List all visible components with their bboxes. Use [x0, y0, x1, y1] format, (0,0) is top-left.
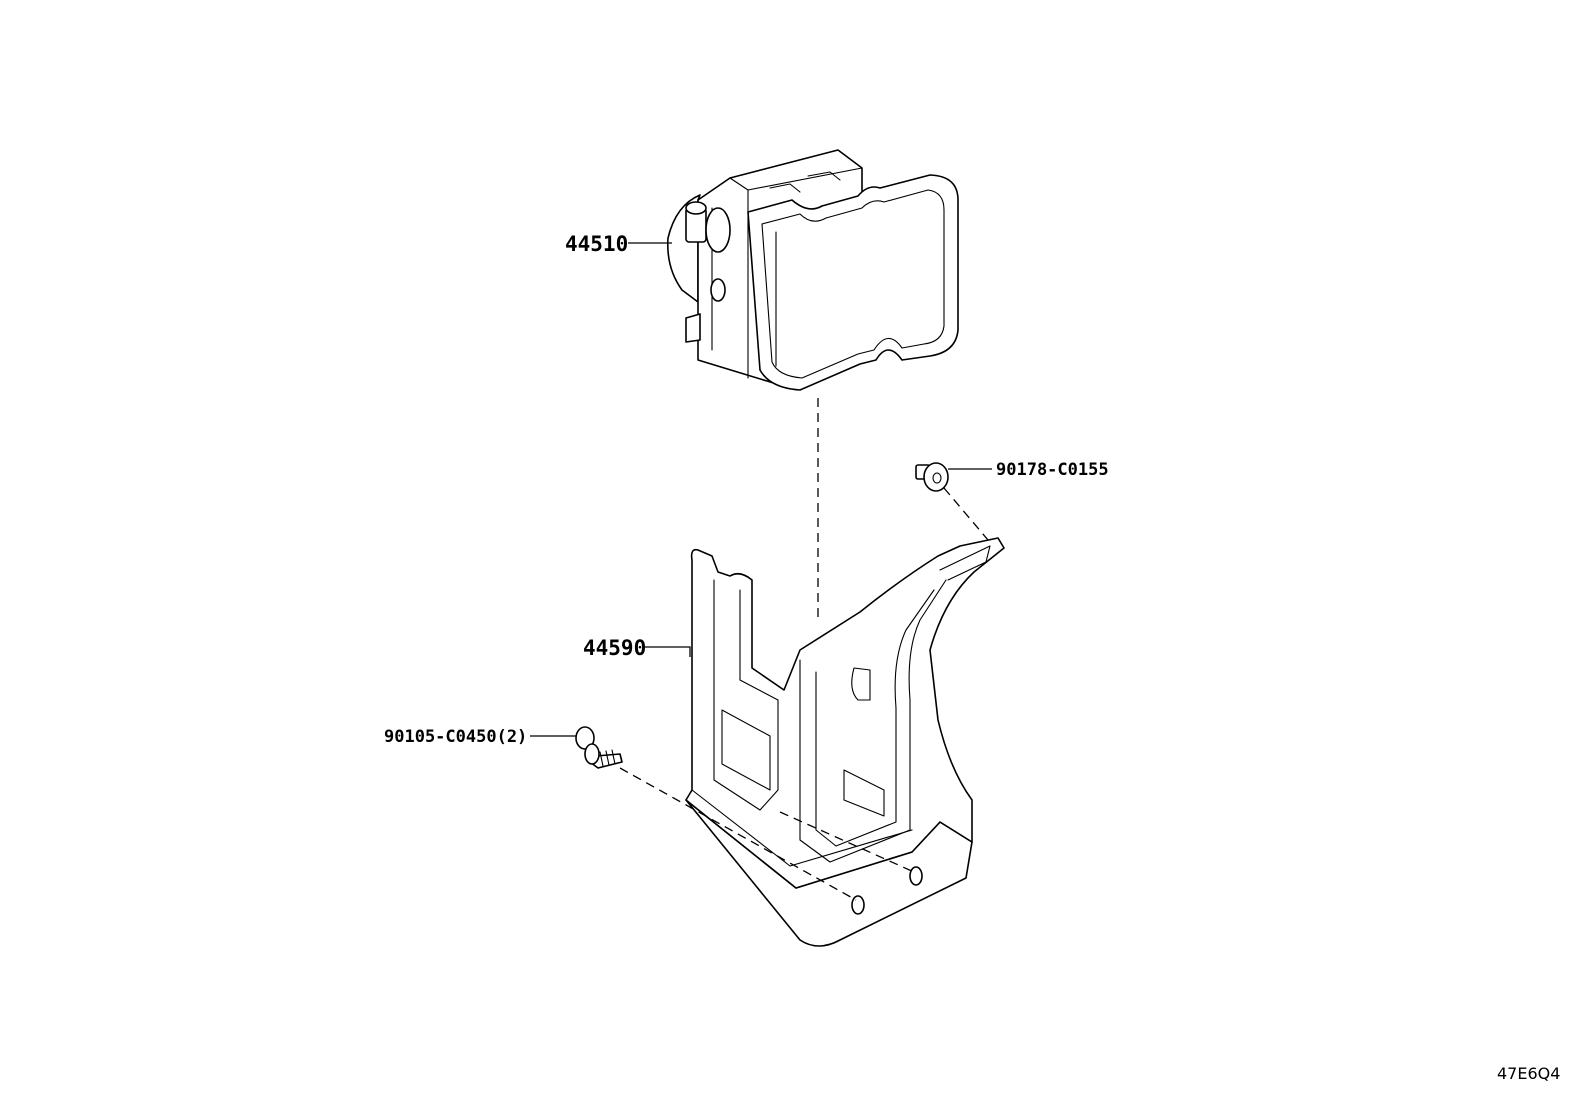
nut-icon: [915, 462, 949, 492]
bolt-hole-icon: [909, 866, 923, 886]
part-label-bolt: 90105-C0450(2): [384, 727, 527, 747]
side-stud-icon: [685, 201, 731, 253]
part-label-bracket: 44590: [583, 636, 646, 660]
bracket-drawing: [685, 537, 1005, 947]
bolt-hole-icon: [851, 895, 865, 915]
assembly-line-bolt-1: [619, 767, 857, 901]
assembly-line-bolt-2: [779, 811, 915, 873]
diagram-code: 47E6Q4: [1497, 1064, 1560, 1083]
assembly-line-nut: [943, 487, 989, 541]
part-label-abs-actuator: 44510: [565, 232, 628, 256]
abs-actuator-drawing: [666, 149, 959, 391]
part-label-nut: 90178-C0155: [996, 460, 1109, 480]
bolt-icon: [575, 726, 623, 769]
leader-44590: [643, 646, 691, 657]
